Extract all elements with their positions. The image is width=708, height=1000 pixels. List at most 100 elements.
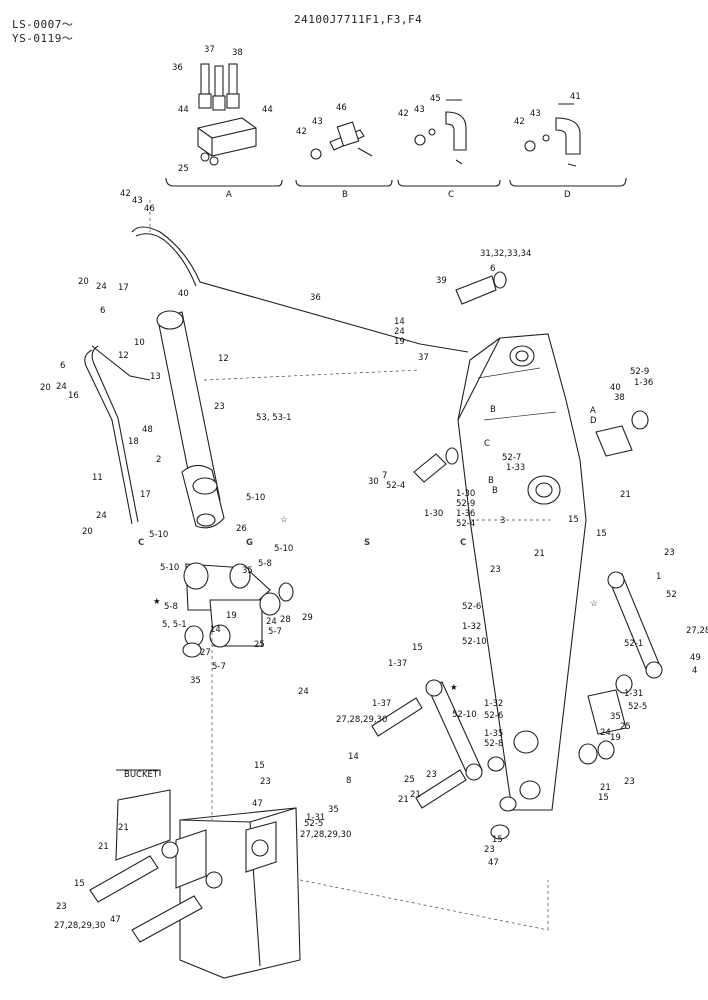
callout-label: 41 xyxy=(570,92,581,102)
callout-label: 24 xyxy=(600,728,611,738)
callout-label: 23 xyxy=(260,777,271,787)
pipe-11 xyxy=(84,349,133,525)
callout-label: 45 xyxy=(430,94,441,104)
callout-label: 42 xyxy=(296,127,307,137)
callout-label: 25 xyxy=(178,164,189,174)
callout-label: 14 xyxy=(394,317,405,327)
callout-label: 1-37 xyxy=(388,659,407,669)
callout-label: 15 xyxy=(254,761,265,771)
callout-label: 43 xyxy=(132,196,143,206)
star-markers: ★ ☆ ★ ☆ xyxy=(153,515,598,693)
callout-label: 5-8 xyxy=(258,559,272,569)
callout-label: 21 xyxy=(600,783,611,793)
callout-label: 26 xyxy=(236,524,247,534)
callout-label: 35 xyxy=(190,676,201,686)
callout-label: 1 xyxy=(656,572,661,582)
callout-label: 52-6 xyxy=(462,602,481,612)
callout-label: 25 xyxy=(620,722,631,732)
callout-label: 5-10 xyxy=(149,530,168,540)
detail-view-label-a: A xyxy=(226,190,232,200)
callout-label: 5, 5-1 xyxy=(162,620,187,630)
callout-label: 14 xyxy=(348,752,359,762)
callout-label: 17 xyxy=(140,490,151,500)
callout-label: 52-7 xyxy=(502,453,521,463)
callout-label: 1-35 xyxy=(484,729,503,739)
callout-label: 15 xyxy=(74,879,85,889)
callout-label: 14 xyxy=(210,625,221,635)
callout-label: 27 xyxy=(200,648,211,658)
callout-label: 15 xyxy=(412,643,423,653)
callout-label: 23 xyxy=(490,565,501,575)
callout-label: 35 xyxy=(242,566,253,576)
callout-label: 21 xyxy=(398,795,409,805)
callout-label: 52-10 xyxy=(452,710,477,720)
callout-label: B xyxy=(492,486,498,496)
callout-label: 52-9 xyxy=(630,367,649,377)
callout-label: 15 xyxy=(598,793,609,803)
callout-label: 19 xyxy=(610,733,621,743)
callout-label: 21 xyxy=(620,490,631,500)
watermark-letter-3: S xyxy=(364,538,370,548)
callout-label: 28 xyxy=(280,615,291,625)
callout-label: 12 xyxy=(218,354,229,364)
detail-view-label-b: B xyxy=(342,190,348,200)
callout-label: 29 xyxy=(302,613,313,623)
watermark: C G S C xyxy=(138,538,466,548)
detail-view-letters: A B C D xyxy=(226,190,571,200)
callout-label: 25 xyxy=(404,775,415,785)
callout-label: 42 xyxy=(398,109,409,119)
callout-label: 1-36 xyxy=(634,378,653,388)
callout-label: 7 xyxy=(382,471,387,481)
callout-label: 6 xyxy=(60,361,65,371)
callout-label: 1-36 xyxy=(456,509,475,519)
callout-label: 21 xyxy=(534,549,545,559)
callout-label: 52-4 xyxy=(456,519,475,529)
star-marker-filled-1: ★ xyxy=(153,597,161,607)
callout-label: 10 xyxy=(134,338,145,348)
callout-label: 1-30 xyxy=(456,489,475,499)
callout-label: 43 xyxy=(312,117,323,127)
callout-label: 6 xyxy=(100,306,105,316)
callout-label: 42 xyxy=(514,117,525,127)
callout-label: 20 xyxy=(40,383,51,393)
callout-label: C xyxy=(484,439,490,449)
callout-label: 21 xyxy=(118,823,129,833)
callout-label: 38 xyxy=(232,48,243,58)
link-4-and-pins xyxy=(371,679,517,840)
callout-label: 5-10 xyxy=(274,544,293,554)
callout-label: B xyxy=(490,405,496,415)
serial-range-line-1: LS-0007～ xyxy=(12,18,74,31)
callout-label: 47 xyxy=(110,915,121,925)
callout-label: 24 xyxy=(298,687,309,697)
callout-label: 38 xyxy=(614,393,625,403)
callout-label: 46 xyxy=(144,204,155,214)
callout-label: 25 xyxy=(254,640,265,650)
callout-label: 18 xyxy=(128,437,139,447)
callout-label: 1-30 xyxy=(424,509,443,519)
callout-label: 24 xyxy=(96,282,107,292)
callout-label: 47 xyxy=(488,858,499,868)
callout-label: 16 xyxy=(68,391,79,401)
callout-label: 44 xyxy=(262,105,273,115)
callout-label: 6 xyxy=(490,264,495,274)
arm-body xyxy=(457,333,587,811)
callout-label: 23 xyxy=(214,402,225,412)
callout-label: 37 xyxy=(204,45,215,55)
callout-label: A xyxy=(590,406,596,416)
callout-label: 44 xyxy=(178,105,189,115)
callout-label: 5-7 xyxy=(212,662,226,672)
callout-label: 47 xyxy=(252,799,263,809)
bucket-section-label: BUCKET xyxy=(124,770,159,780)
callout-label: 40 xyxy=(178,289,189,299)
callout-label: 36 xyxy=(310,293,321,303)
watermark-letter-2: G xyxy=(246,538,253,548)
callout-label: 27,28,29,30 xyxy=(300,830,351,840)
callout-label: 36 xyxy=(172,63,183,73)
callout-label: 24 xyxy=(56,382,67,392)
callout-label: 13 xyxy=(150,372,161,382)
watermark-letter-4: C xyxy=(460,538,466,548)
callout-label: 43 xyxy=(414,105,425,115)
callout-label: 52-8 xyxy=(484,739,503,749)
callout-label: 48 xyxy=(142,425,153,435)
bushings-right xyxy=(413,271,649,765)
